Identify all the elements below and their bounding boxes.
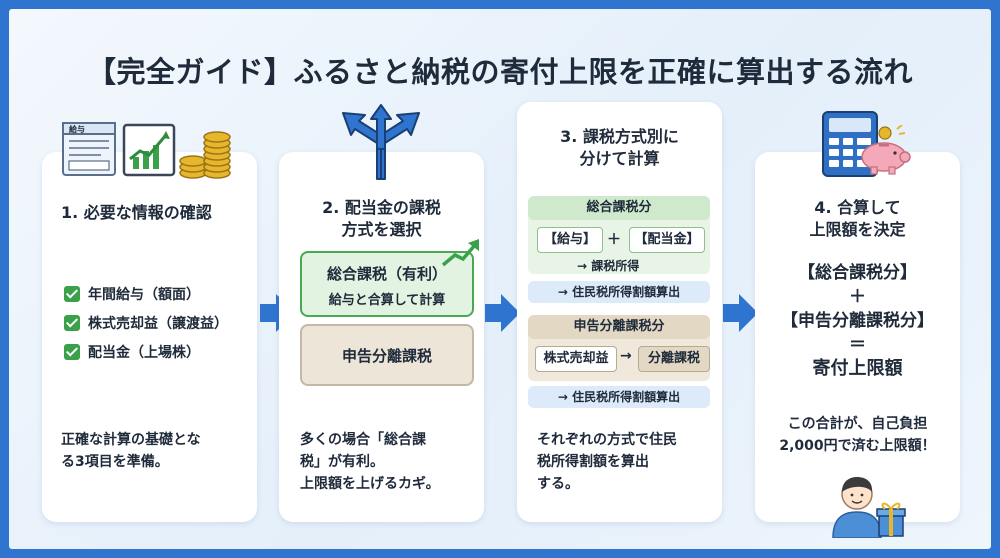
option-sogo-sub: 給与と合算して計算: [328, 293, 446, 308]
sogo-label: 総合課税分: [528, 196, 710, 220]
bunri-chip-separate: 分離課税: [638, 346, 710, 372]
step3-body-line: する。: [537, 476, 579, 492]
step4-heading: 4. 合算して 上限額を決定: [765, 197, 950, 241]
trend-up-icon: [441, 239, 479, 267]
step2-heading-line: 方式を選択: [341, 220, 422, 239]
step4-heading-line: 上限額を決定: [809, 220, 906, 239]
formula-term: 【申告分離課税分】: [781, 311, 934, 331]
formula-operator: ＝: [849, 335, 866, 355]
step1-body-line: る3項目を準備。: [61, 454, 169, 470]
step3-body-line: 税所得割額を算出: [537, 454, 649, 470]
check-icon: [64, 344, 80, 360]
step1-body-line: 正確な計算の基礎とな: [61, 432, 201, 448]
bunri-chip-gain: 株式売却益: [535, 346, 617, 372]
step1-card: [42, 152, 257, 522]
step3-card: [517, 102, 722, 522]
split-arrows-icon: [342, 104, 420, 180]
step2-heading: 2. 配当金の課税 方式を選択: [289, 197, 474, 241]
check-item: 年間給与（額面）: [64, 283, 200, 305]
formula-term: 【総合課税分】: [798, 263, 917, 283]
coins-icon: [179, 131, 231, 179]
step4-body-line: 2,000円で済む上限額！: [779, 438, 936, 454]
step2-body-line: 税」が有利。: [300, 454, 384, 470]
check-label: 配当金（上場株）: [88, 345, 200, 361]
step4-card: [755, 152, 960, 522]
option-sogo-title: 総合課税（有利）: [326, 265, 447, 283]
formula-result: 寄付上限額: [812, 358, 903, 379]
check-icon: [64, 315, 80, 331]
flow-arrow-icon: [723, 294, 758, 332]
sogo-chip-dividend: 【配当金】: [629, 227, 705, 253]
step4-body-line: この合計が、自己負担: [787, 416, 928, 432]
step3-heading-line: 3. 課税方式別に: [560, 127, 679, 146]
page-title: 【完全ガイド】ふるさと納税の寄付上限を正確に算出する流れ: [86, 55, 913, 89]
step3-body-line: それぞれの方式で住民: [537, 432, 677, 448]
pay-slip-icon: 給与: [62, 122, 116, 176]
step1-body: 正確な計算の基礎とな る3項目を準備。: [61, 429, 251, 473]
step3-heading: 3. 課税方式別に 分けて計算: [527, 126, 712, 170]
step4-formula: 【総合課税分】 ＋ 【申告分離課税分】 ＝ 寄付上限額: [765, 261, 950, 381]
sogo-result: → 課税所得: [577, 259, 640, 273]
bunri-label: 申告分離課税分: [528, 315, 710, 339]
check-item: 株式売却益（譲渡益）: [64, 312, 228, 334]
option-bunri-title: 申告分離課税: [341, 347, 432, 365]
step3-heading-line: 分けて計算: [579, 149, 660, 168]
chart-icon: [122, 123, 176, 177]
check-icon: [64, 286, 80, 302]
step2-body-line: 上限額を上げるカギ。: [300, 476, 440, 492]
check-label: 株式売却益（譲渡益）: [88, 316, 228, 332]
person-gift-icon: [832, 477, 906, 538]
bunri-band: → 住民税所得割額算出: [528, 386, 710, 408]
step1-heading: 1. 必要な情報の確認: [61, 203, 212, 222]
step2-body-line: 多くの場合「総合課: [300, 432, 426, 448]
option-bunri: 申告分離課税: [300, 324, 474, 386]
piggy-bank-icon: [861, 125, 911, 175]
pay-slip-label: 給与: [69, 124, 85, 134]
step4-heading-line: 4. 合算して: [814, 198, 901, 217]
check-item: 配当金（上場株）: [64, 341, 200, 363]
formula-operator: ＋: [849, 287, 866, 307]
sogo-chip-salary: 【給与】: [537, 227, 603, 253]
step3-body: それぞれの方式で住民 税所得割額を算出 する。: [537, 429, 712, 495]
canvas: 【完全ガイド】ふるさと納税の寄付上限を正確に算出する流れ 給与: [9, 9, 991, 549]
sogo-band: → 住民税所得割額算出: [528, 281, 710, 303]
sogo-plus: ＋: [607, 232, 621, 248]
step4-body: この合計が、自己負担 2,000円で済む上限額！: [765, 413, 950, 457]
bunri-arrow: →: [620, 348, 632, 364]
step2-body: 多くの場合「総合課 税」が有利。 上限額を上げるカギ。: [300, 429, 480, 495]
flow-arrow-icon: [260, 294, 295, 332]
check-label: 年間給与（額面）: [88, 287, 200, 303]
step2-heading-line: 2. 配当金の課税: [322, 198, 441, 217]
flow-arrow-icon: [485, 294, 520, 332]
